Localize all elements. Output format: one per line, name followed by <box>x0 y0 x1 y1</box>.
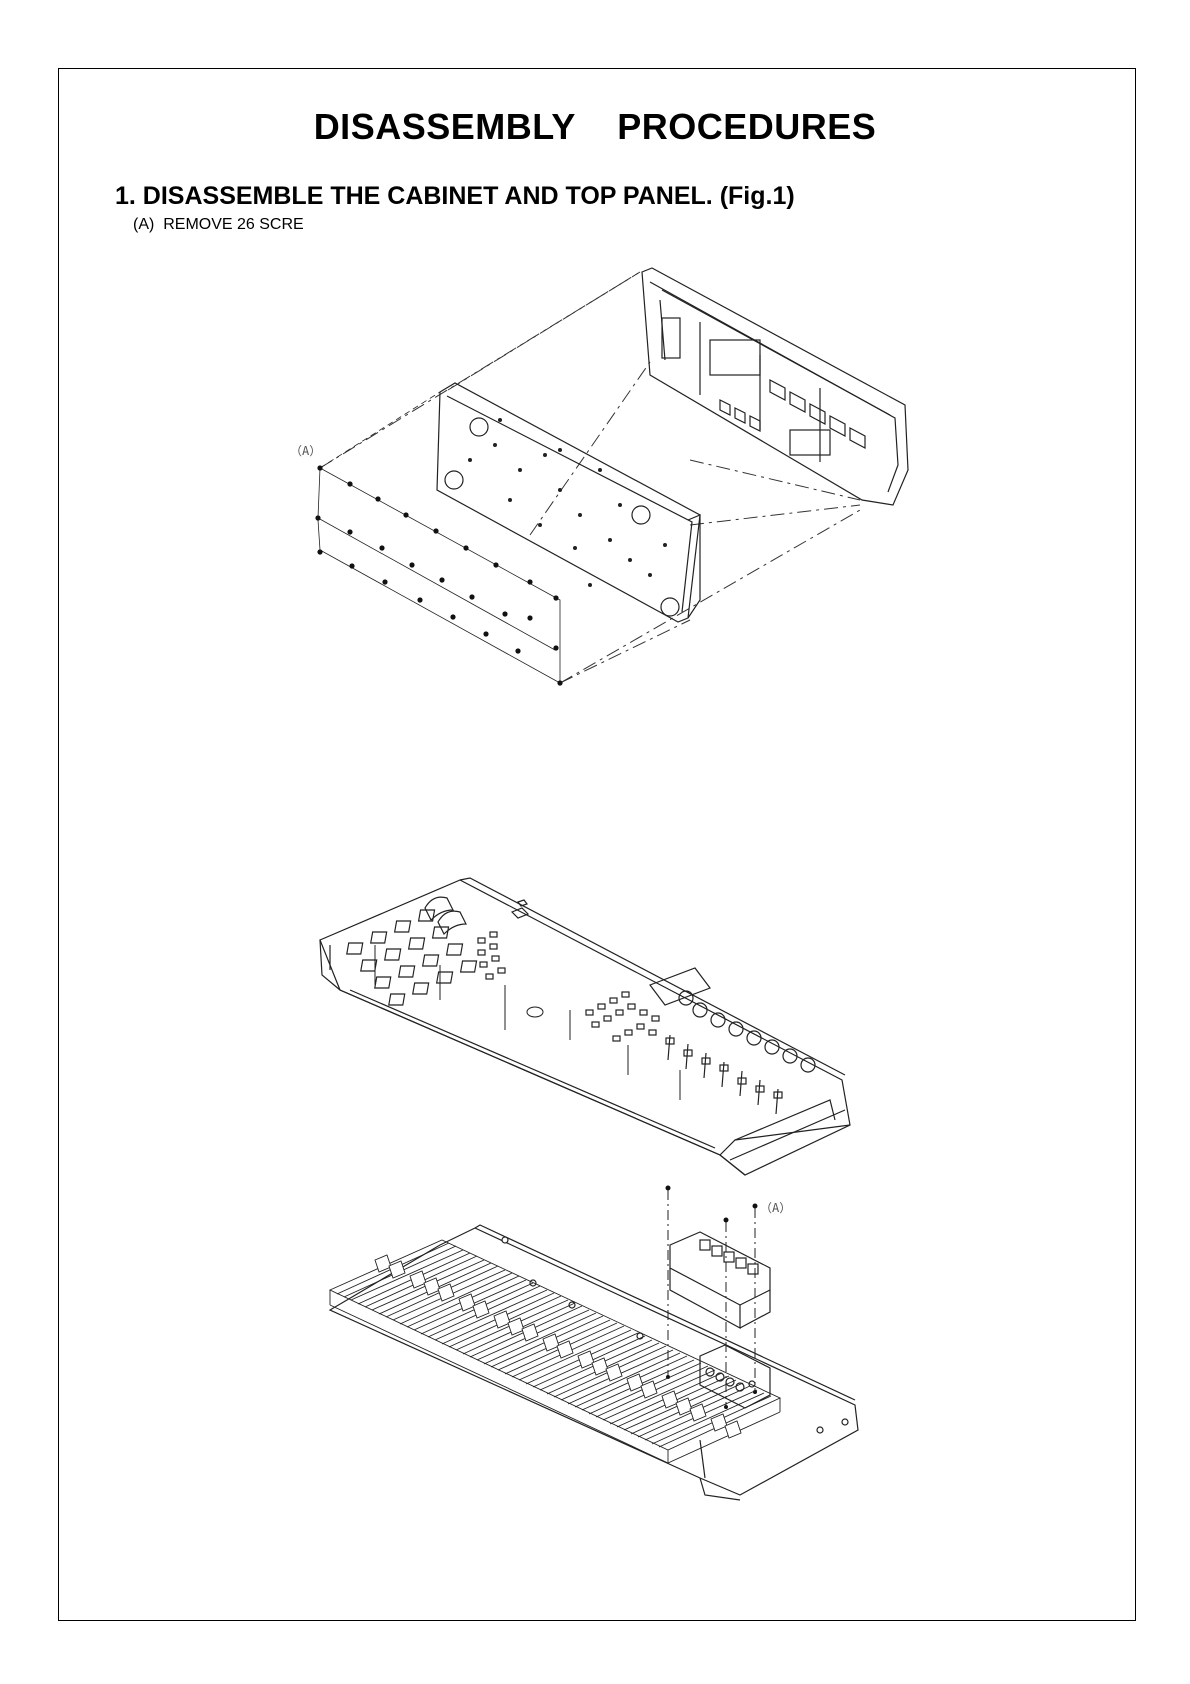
top-exploded-diagram: （A） <box>290 268 908 686</box>
knob-row <box>679 991 815 1072</box>
keyboard-assembly-diagram: （A） <box>330 1186 858 1501</box>
callout-label-a-top: （A） <box>290 444 321 458</box>
rear-cabinet <box>642 268 908 505</box>
callout-label-a-bottom: （A） <box>760 1201 791 1215</box>
keyboard-keys <box>330 1240 780 1463</box>
top-panel-diagram <box>320 878 850 1175</box>
drum-pads <box>347 910 477 1005</box>
bottom-plate <box>437 383 700 622</box>
